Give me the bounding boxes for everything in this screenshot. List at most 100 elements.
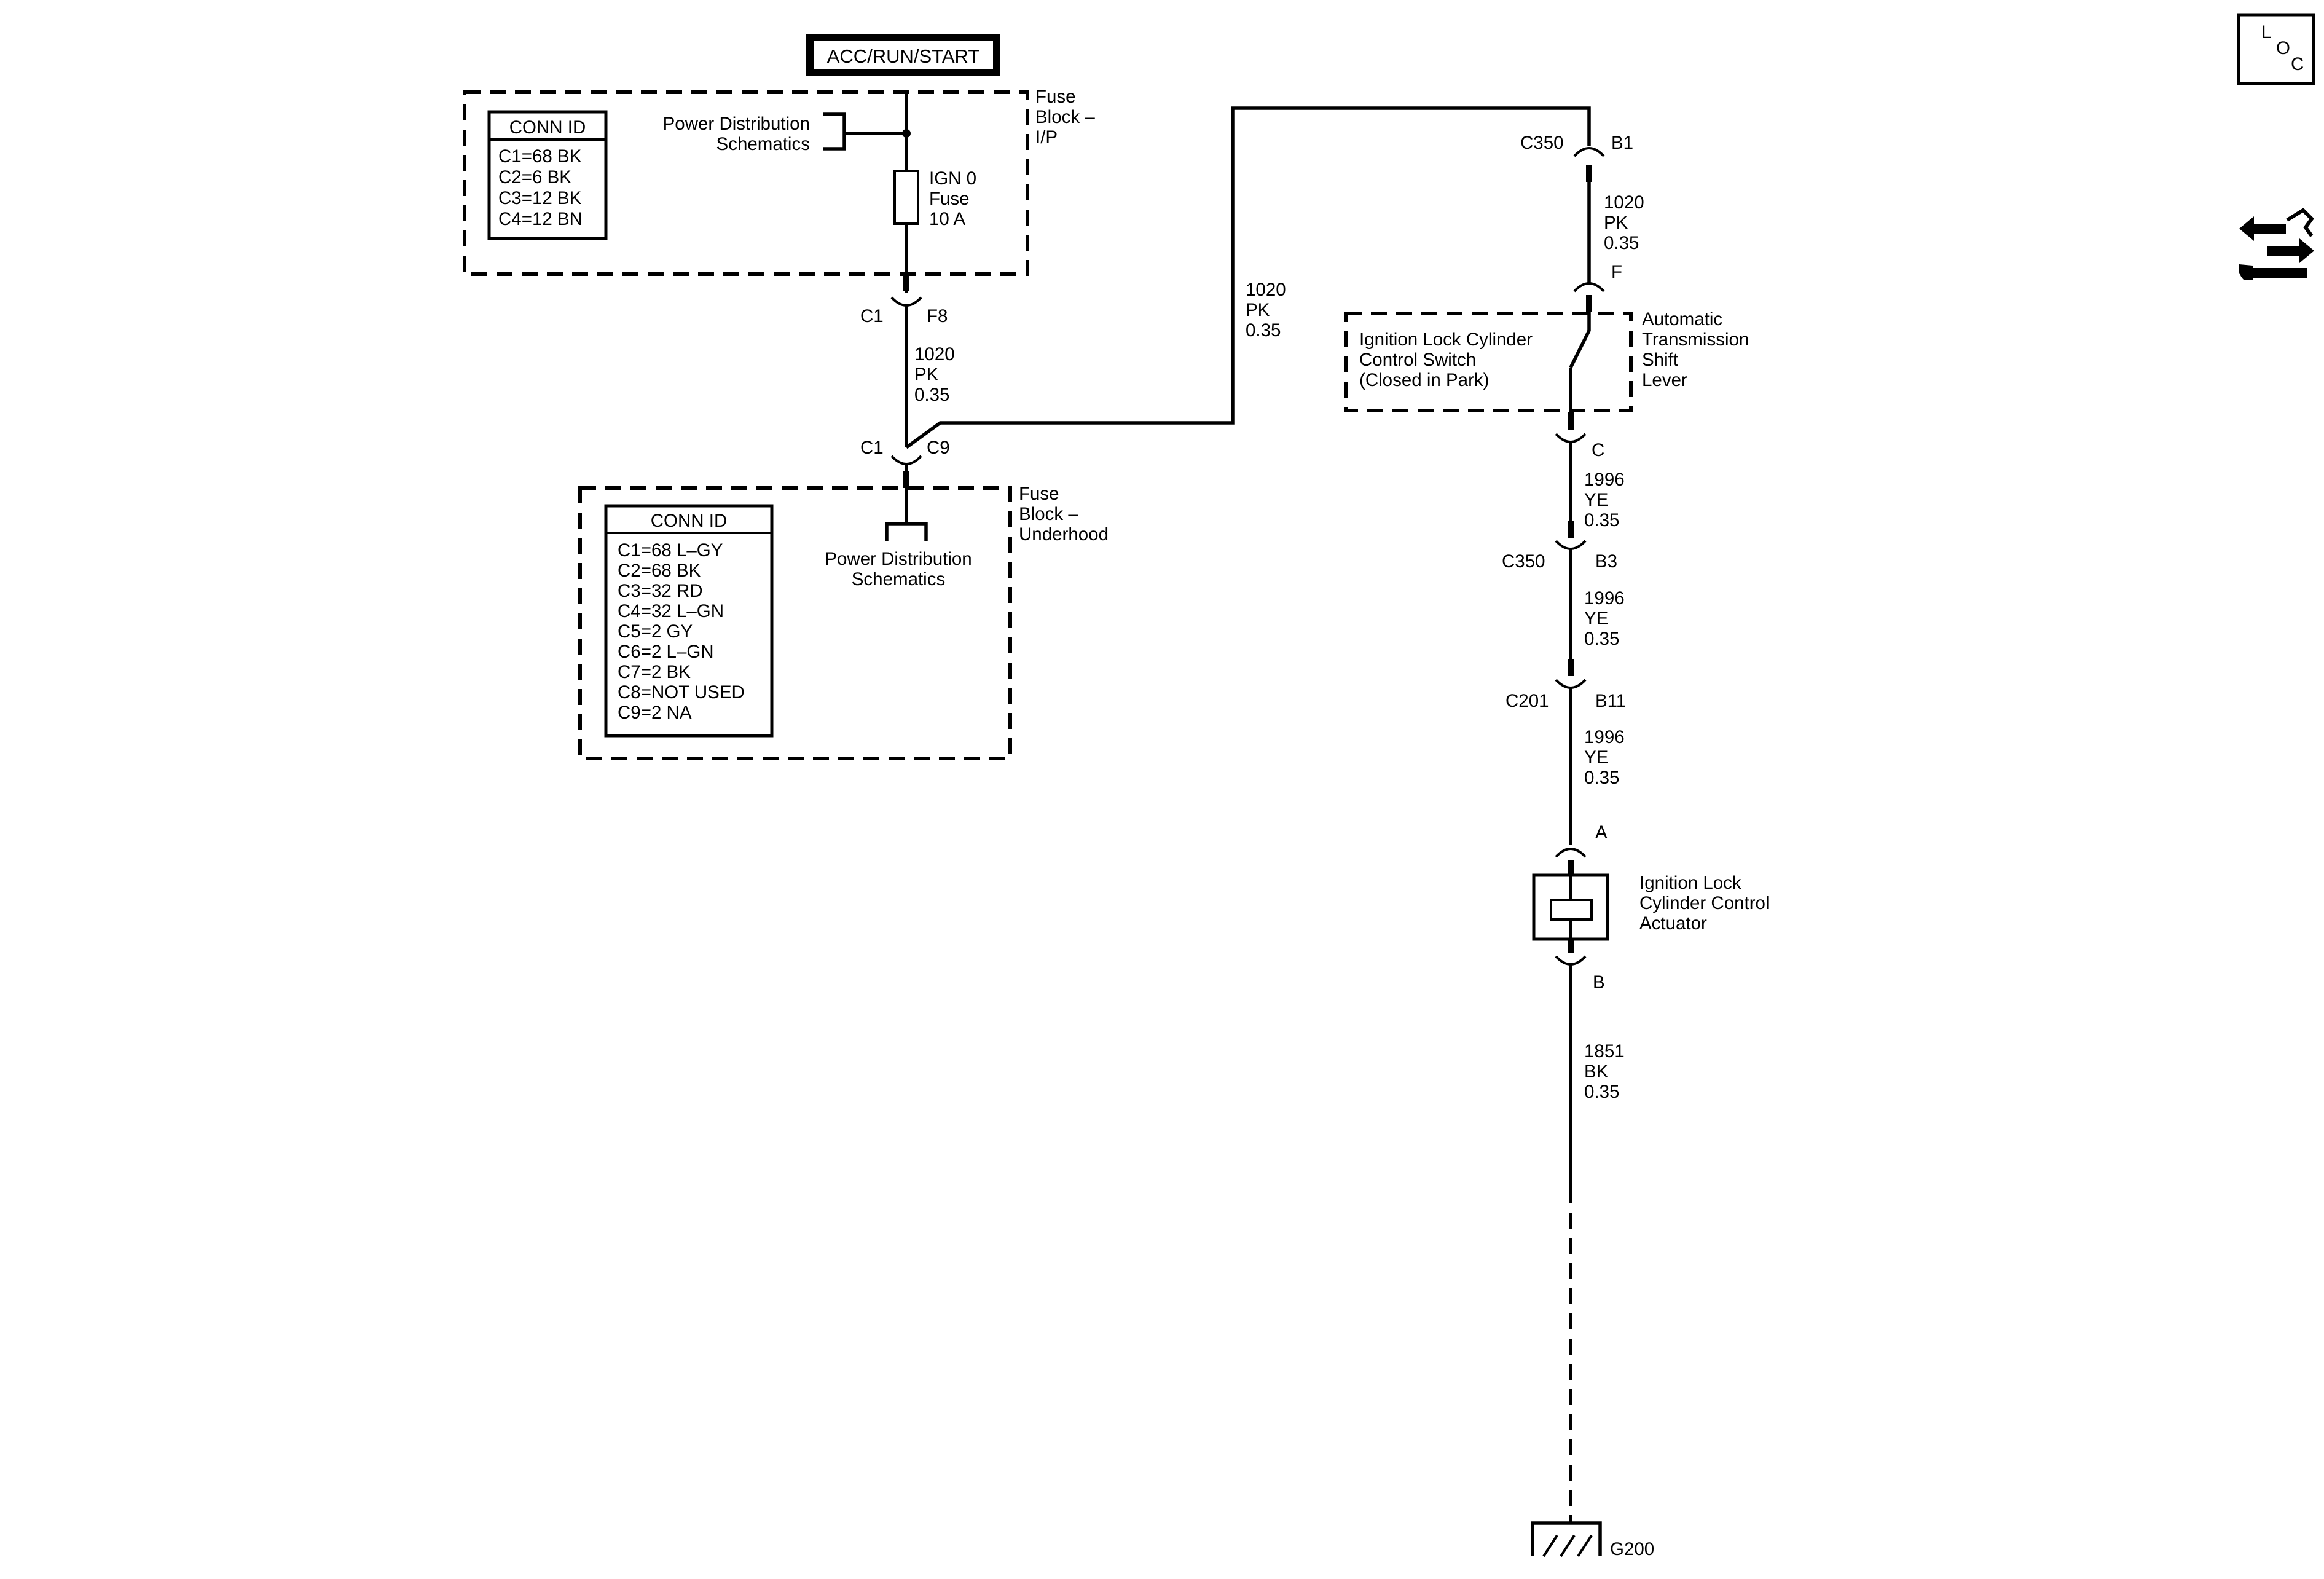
wire-label-1996-c: 1996 YE 0.35 [1584,727,1625,788]
connector-c350-b3: C350 B3 [1502,540,1617,572]
svg-text:0.35: 0.35 [914,385,949,405]
power-distribution-reference-underhood[interactable]: Power Distribution Schematics [825,522,972,589]
wire-label-1851: 1851 BK 0.35 [1584,1041,1625,1102]
fuse-block-underhood: Fuse Block – Underhood CONN ID C1=68 L–G… [578,484,1109,760]
conn-id-row: C1=68 BK [498,146,582,167]
svg-text:IGN 0: IGN 0 [929,168,976,189]
conn-id-row: C2=68 BK [618,561,701,581]
ground-g200: G200 [1531,1521,1654,1559]
svg-text:Automatic: Automatic [1642,309,1722,329]
svg-text:Underhood: Underhood [1019,524,1109,545]
conn-id-row: C2=6 BK [498,167,571,187]
conn-id-row: C6=2 L–GN [618,642,714,662]
svg-text:YE: YE [1584,608,1608,629]
svg-text:Ignition Lock: Ignition Lock [1639,873,1741,893]
svg-text:0.35: 0.35 [1584,768,1619,788]
svg-text:0.35: 0.35 [1604,233,1639,253]
actuator-name: Ignition Lock Cylinder Control Actuator [1639,873,1770,934]
svg-text:I/P: I/P [1035,127,1058,148]
svg-text:10 A: 10 A [929,209,965,229]
pin-c: C [1592,440,1604,460]
svg-text:Lever: Lever [1642,370,1687,390]
svg-text:C350: C350 [1520,133,1564,153]
svg-text:Shift: Shift [1642,350,1678,370]
svg-text:1020: 1020 [1604,192,1644,213]
ignition-lock-cylinder-control-actuator: A B Ignition Lock Cylinder Control Actua… [1532,822,1770,993]
conn-id-row: C9=2 NA [618,703,692,723]
pin-a: A [1595,822,1608,843]
svg-text:YE: YE [1584,490,1608,510]
svg-text:Ignition Lock Cylinder: Ignition Lock Cylinder [1359,329,1533,350]
conn-id-row: C8=NOT USED [618,682,745,703]
wire-label-1020-a: 1020 PK 0.35 [914,344,955,405]
fuse-block-underhood-name: Fuse Block – Underhood [1019,484,1109,545]
svg-text:B1: B1 [1611,133,1633,153]
svg-text:1020: 1020 [914,344,955,364]
svg-text:Transmission: Transmission [1642,329,1749,350]
svg-text:B11: B11 [1595,691,1626,711]
svg-text:BK: BK [1584,1061,1609,1082]
svg-text:Fuse: Fuse [1019,484,1059,504]
svg-text:C201: C201 [1505,691,1549,711]
svg-text:Cylinder Control: Cylinder Control [1639,893,1770,913]
service-icon[interactable] [2239,208,2314,280]
wire-label-1020-c: 1020 PK 0.35 [1604,192,1644,253]
wire-label-1996-a: 1996 YE 0.35 [1584,470,1625,530]
wire-label-1020-b: 1020 PK 0.35 [1246,280,1286,341]
conn-id-title: CONN ID [509,117,586,138]
svg-text:B3: B3 [1595,551,1617,572]
svg-text:YE: YE [1584,747,1608,768]
shift-lever-name: Automatic Transmission Shift Lever [1642,309,1749,390]
ign0-fuse: IGN 0 Fuse 10 A [893,168,976,229]
svg-text:1020: 1020 [1246,280,1286,300]
svg-text:1996: 1996 [1584,727,1625,747]
conn-id-row: C4=32 L–GN [618,601,724,621]
conn-id-row: C3=12 BK [498,188,582,208]
power-mode-box: ACC/RUN/START [806,34,1000,76]
svg-text:PK: PK [914,364,939,385]
pin-b: B [1593,972,1605,993]
connector-c350-b1: C350 B1 [1520,133,1633,157]
conn-id-title: CONN ID [651,511,728,531]
loc-icon[interactable]: L O C [2237,13,2315,85]
svg-text:Block –: Block – [1019,504,1078,524]
power-mode-label: ACC/RUN/START [827,45,980,67]
svg-text:(Closed in Park): (Closed in Park) [1359,370,1489,390]
conn-id-row: C5=2 GY [618,621,693,642]
loc-letter-o: O [2276,38,2290,58]
shift-lever: F Ignition Lock Cylinder Control Switch … [1344,262,1749,460]
svg-text:C350: C350 [1502,551,1545,572]
svg-text:Schematics: Schematics [852,569,945,589]
connector-c201-b11: C201 B11 [1505,679,1626,711]
svg-text:Block –: Block – [1035,107,1095,127]
svg-text:PK: PK [1246,300,1270,320]
svg-text:PK: PK [1604,213,1628,233]
conn-id-row: C4=12 BN [498,209,583,229]
svg-text:C9: C9 [927,438,950,458]
loc-letter-l: L [2261,22,2271,42]
loc-letter-c: C [2291,54,2304,74]
power-distribution-reference-ip[interactable]: Power Distribution Schematics [663,112,911,154]
ground-name: G200 [1610,1539,1654,1559]
svg-text:1851: 1851 [1584,1041,1625,1061]
pin-f: F [1611,262,1622,282]
svg-text:F8: F8 [927,306,948,326]
conn-id-table-ip: CONN ID C1=68 BK C2=6 BK C3=12 BK C4=12 … [487,110,608,240]
fuse-block-ip-name: Fuse Block – I/P [1035,87,1095,148]
svg-text:Power Distribution: Power Distribution [663,114,810,134]
svg-text:Fuse: Fuse [929,189,970,209]
svg-text:Control Switch: Control Switch [1359,350,1476,370]
svg-text:Power Distribution: Power Distribution [825,549,972,569]
svg-text:Fuse: Fuse [1035,87,1076,107]
ignition-lock-cylinder-control-switch: Ignition Lock Cylinder Control Switch (C… [1359,329,1591,412]
svg-text:C1: C1 [860,306,884,326]
svg-text:1996: 1996 [1584,588,1625,608]
conn-id-row: C3=32 RD [618,581,703,601]
conn-id-row: C7=2 BK [618,662,691,682]
svg-text:0.35: 0.35 [1584,629,1619,649]
svg-text:C1: C1 [860,438,884,458]
fuse-block-ip: Fuse Block – I/P CONN ID C1=68 BK C2=6 B… [463,87,1095,276]
wire-label-1996-b: 1996 YE 0.35 [1584,588,1625,649]
svg-text:0.35: 0.35 [1246,320,1281,341]
